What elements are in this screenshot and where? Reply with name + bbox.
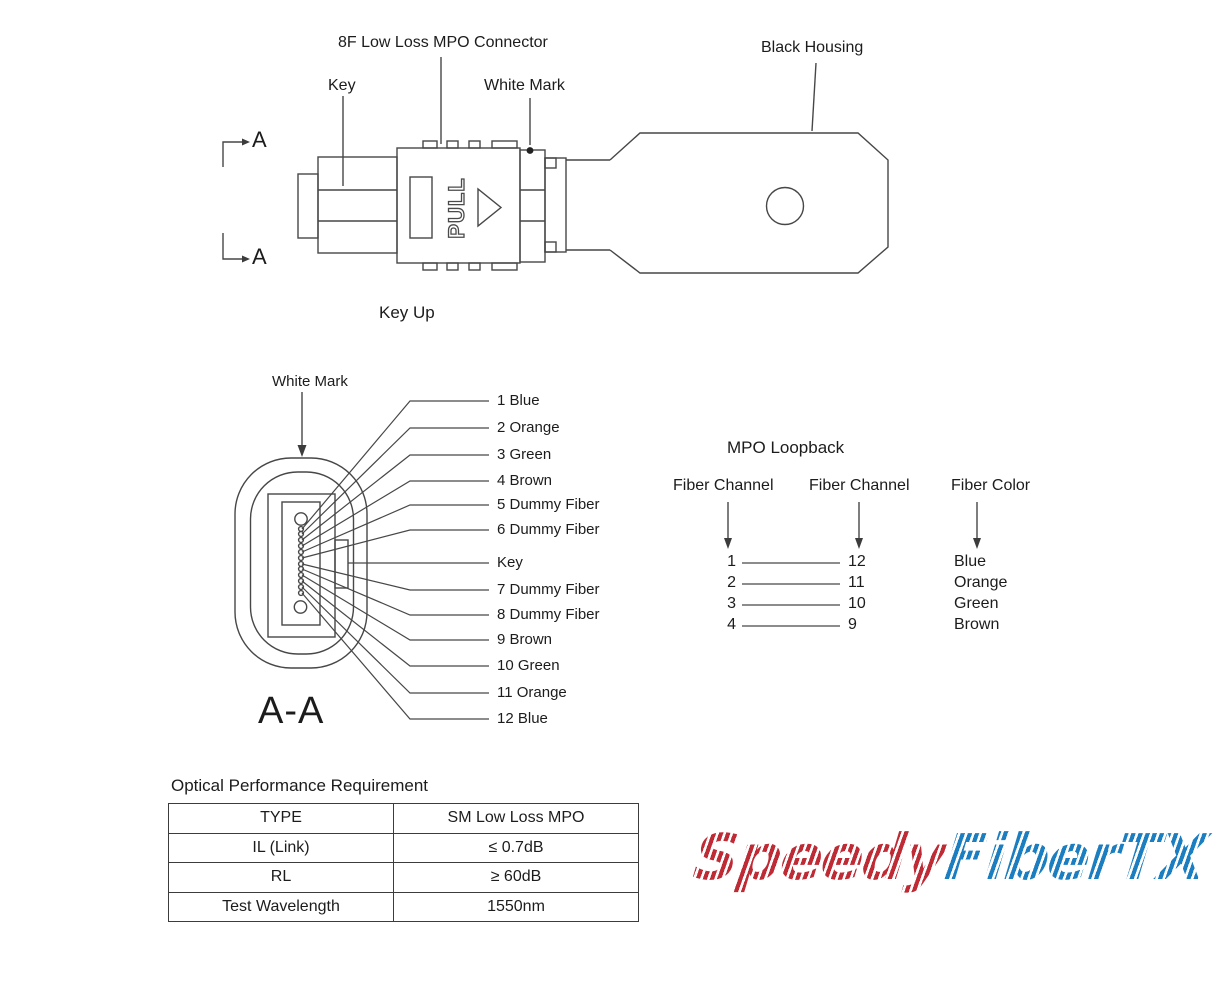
table-row: IL (Link) ≤ 0.7dB [168,832,639,863]
fiber-leader-lines [301,400,489,720]
label-leader-lines [342,57,817,186]
param-cell: IL (Link) [168,832,394,863]
param-cell: Test Wavelength [168,891,394,922]
fiber-label-9: 9 Brown [497,631,553,648]
fiber-label-key: Key [497,554,523,571]
loopback-col3-header: Fiber Color [951,477,1031,494]
pull-text: PULL [443,177,469,240]
loopback-col2-header: Fiber Channel [809,477,910,494]
loopback-row-to: 10 [848,595,866,612]
white-mark-dot [526,147,534,154]
fiber-label-2: 2 Orange [497,419,560,436]
black-housing-outline [609,132,889,274]
white-mark-label-aa: White Mark [272,373,348,390]
param-cell: TYPE [168,803,394,834]
section-letter-top: A [252,127,267,152]
brand-logo: SpeedyFiberTX [690,821,1209,894]
white-mark-arrow [297,392,307,457]
white-mark-label: White Mark [484,77,565,94]
loopback-row-from: 1 [727,553,736,570]
logo-part-speedy: Speedy [690,821,948,894]
param-cell: RL [168,862,394,893]
connector-label: 8F Low Loss MPO Connector [338,34,548,51]
value-cell: ≤ 0.7dB [393,832,639,863]
loopback-row-from: 3 [727,595,736,612]
loopback-arrows [724,502,981,549]
loopback-row-color: Brown [954,616,1000,633]
loopback-row-from: 4 [727,616,736,633]
loopback-row-color: Blue [954,553,987,570]
fiber-label-12: 12 Blue [497,710,548,727]
section-cut-marker-top [222,138,250,167]
fiber-label-4: 4 Brown [497,472,553,489]
section-cut-marker-bottom [222,233,250,263]
fiber-label-11: 11 Orange [497,684,567,701]
fiber-label-3: 3 Green [497,446,552,463]
loopback-channel-links [742,562,840,627]
fiber-label-5: 5 Dummy Fiber [497,496,600,513]
fiber-label-6: 6 Dummy Fiber [497,521,600,538]
value-cell: SM Low Loss MPO [393,803,639,834]
key-up-label: Key Up [379,303,435,322]
value-cell: 1550nm [393,891,639,922]
fiber-label-10: 10 Green [497,657,560,674]
fiber-label-1: 1 Blue [497,392,540,409]
loopback-row-from: 2 [727,574,736,591]
value-cell: ≥ 60dB [393,862,639,893]
loopback-row-color: Orange [954,574,1008,591]
loopback-row-to: 12 [848,553,866,570]
logo-part-fibertx: FiberTX [940,821,1210,894]
loopback-row-to: 9 [848,616,857,633]
black-housing-label: Black Housing [761,39,864,56]
table-row: Test Wavelength 1550nm [168,891,639,922]
side-view-connector-outline [297,140,610,271]
loopback-row-color: Green [954,595,999,612]
table-row: TYPE SM Low Loss MPO [168,803,639,834]
fiber-label-7: 7 Dummy Fiber [497,581,600,598]
key-label: Key [328,77,356,94]
fiber-label-8: 8 Dummy Fiber [497,606,600,623]
loopback-row-to: 11 [848,574,865,591]
performance-title: Optical Performance Requirement [171,776,429,795]
loopback-col1-header: Fiber Channel [673,477,774,494]
section-letter-bottom: A [252,244,267,269]
section-view-label: A-A [258,690,325,732]
performance-table: TYPE SM Low Loss MPO IL (Link) ≤ 0.7dB R… [168,803,639,922]
loopback-title: MPO Loopback [727,438,845,457]
table-row: RL ≥ 60dB [168,862,639,893]
